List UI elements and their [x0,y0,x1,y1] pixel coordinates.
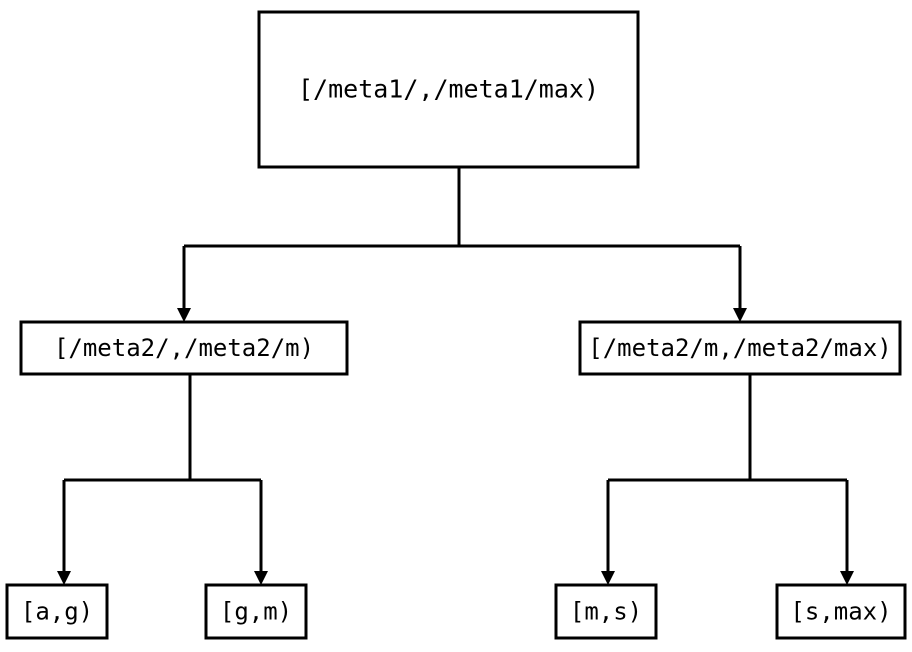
node-label-mid-left: [/meta2/,/meta2/m) [54,334,314,362]
edge-arrowhead-right-left [254,571,268,585]
node-box-leaf-a-g[interactable] [5,583,109,640]
node-label-leaf-s-max: [s,max) [790,598,891,626]
edge-arrowhead-right-right [840,571,854,585]
node-label-mid-right: [/meta2/m,/meta2/max) [588,334,891,362]
node-box-leaf-g-m[interactable] [204,583,308,640]
node-label-leaf-m-s: [m,s) [570,598,642,626]
tree-node-leaf-g-m[interactable]: [g,m) [204,583,308,640]
tree-node-root[interactable]: [/meta1/,/meta1/max) [257,10,640,169]
edges-layer [57,167,854,585]
tree-node-mid-right[interactable]: [/meta2/m,/meta2/max) [578,320,902,376]
edge-arrowhead-left-right [601,571,615,585]
edge-arrowhead-left-top [177,308,191,322]
node-label-leaf-a-g: [a,g) [21,598,93,626]
node-box-leaf-s-max[interactable] [775,583,907,640]
node-label-root: [/meta1/,/meta1/max) [298,75,599,104]
tree-node-leaf-m-s[interactable]: [m,s) [554,583,658,640]
tree-node-leaf-s-max[interactable]: [s,max) [775,583,907,640]
node-box-mid-right[interactable] [578,320,902,376]
tree-node-leaf-a-g[interactable]: [a,g) [5,583,109,640]
node-box-root[interactable] [257,10,640,169]
node-box-leaf-m-s[interactable] [554,583,658,640]
nodes-layer: [/meta1/,/meta1/max) [/meta2/,/meta2/m) [/… [5,10,907,640]
edge-arrowhead-left-left [57,571,71,585]
node-label-leaf-g-m: [g,m) [220,598,292,626]
tree-node-mid-left[interactable]: [/meta2/,/meta2/m) [19,320,349,376]
edge-arrowhead-right-top [733,308,747,322]
node-box-mid-left[interactable] [19,320,349,376]
